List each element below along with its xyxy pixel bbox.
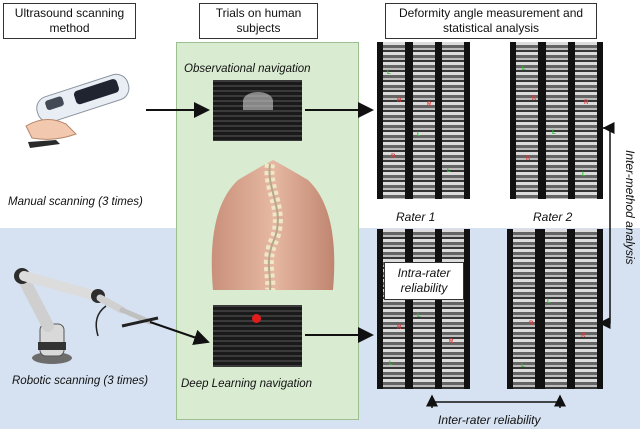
intra-rater-box: Intra-rater reliability bbox=[384, 262, 464, 300]
observational-label: Observational navigation bbox=[184, 63, 311, 75]
header-analysis: Deformity angle measurement and statisti… bbox=[385, 3, 597, 39]
inter-method-label: Inter-method analysis bbox=[623, 150, 637, 265]
manual-label: Manual scanning (3 times) bbox=[8, 196, 143, 208]
arrow-inter-rater bbox=[431, 401, 561, 408]
ultrasound-image-deep-learning bbox=[213, 305, 302, 367]
header-method: Ultrasound scanning method bbox=[3, 3, 136, 39]
robot-arm-illustration bbox=[14, 268, 159, 364]
rater2-label: Rater 2 bbox=[533, 210, 573, 224]
rater1-label: Rater 1 bbox=[396, 210, 436, 224]
inter-rater-label: Inter-rater reliability bbox=[438, 413, 541, 427]
back-spine-illustration bbox=[211, 160, 335, 291]
arrow-robotic-to-deep-learning bbox=[149, 321, 210, 345]
deep-learning-label: Deep Learning navigation bbox=[181, 378, 313, 390]
handheld-scanner-illustration bbox=[25, 73, 130, 148]
robotic-label: Robotic scanning (3 times) bbox=[12, 375, 149, 387]
ultrasound-image-observational bbox=[213, 80, 302, 141]
header-trials: Trials on human subjects bbox=[199, 3, 318, 39]
